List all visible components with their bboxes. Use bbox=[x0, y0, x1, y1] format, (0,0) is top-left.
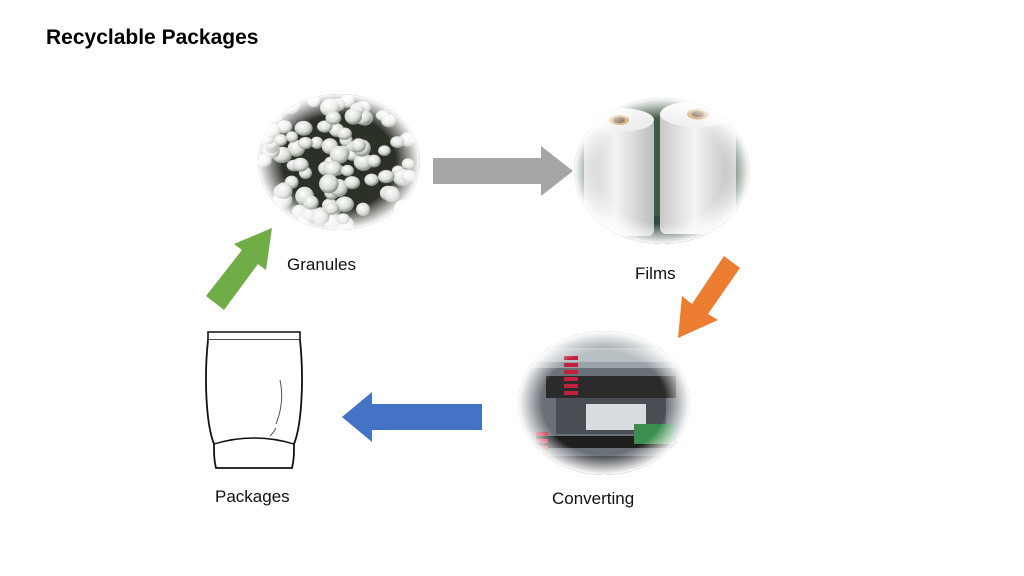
arrow-granules-to-films bbox=[433, 146, 573, 196]
granules-label: Granules bbox=[287, 255, 356, 274]
converting-label: Converting bbox=[552, 489, 635, 508]
granule-bead bbox=[281, 217, 298, 230]
arrow-packages-to-granules bbox=[206, 226, 276, 310]
films-label: Films bbox=[635, 264, 676, 283]
arrow-gray-shape bbox=[433, 146, 573, 196]
arrow-films-to-converting bbox=[674, 256, 744, 340]
granules-image bbox=[256, 92, 422, 232]
arrow-orange-shape bbox=[678, 256, 740, 338]
film-rolls-image bbox=[572, 96, 752, 246]
granule-bead bbox=[389, 211, 405, 227]
converting-machine-image bbox=[516, 328, 692, 478]
slide-title: Recyclable Packages bbox=[46, 26, 259, 49]
arrow-converting-to-packages bbox=[342, 392, 482, 442]
arrow-blue-shape bbox=[342, 392, 482, 442]
arrow-green-shape bbox=[206, 228, 272, 310]
packages-label: Packages bbox=[215, 487, 290, 506]
pouch-drawing bbox=[200, 328, 310, 474]
